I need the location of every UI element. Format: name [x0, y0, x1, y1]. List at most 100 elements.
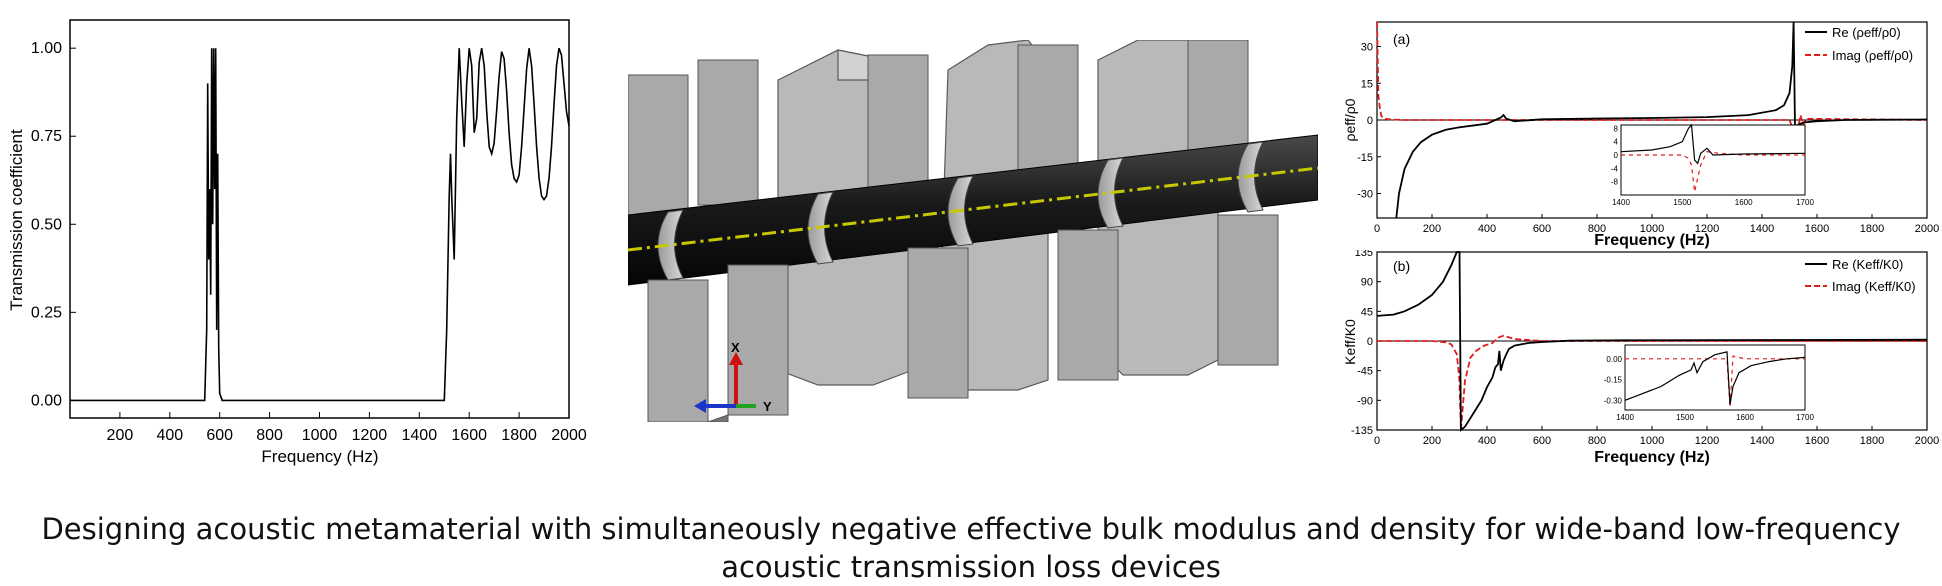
inset-x-tick-label: 1700	[1796, 413, 1814, 422]
x-axis-label: Frequency (Hz)	[261, 447, 378, 466]
x-tick-label: 600	[1533, 223, 1551, 235]
legend-a-re: Re (ρeff/ρ0)	[1832, 25, 1901, 40]
inset-x-tick-label: 1700	[1796, 198, 1814, 207]
inset-imag-line	[1625, 355, 1805, 408]
x-tick-label: 200	[107, 427, 134, 444]
x-tick-label: 1200	[1695, 223, 1719, 235]
x-tick-label: 1800	[1860, 435, 1884, 447]
x-tick-label: 1600	[1805, 223, 1829, 235]
real-series-line	[1376, 251, 1928, 432]
panel-label-a: (a)	[1393, 31, 1410, 47]
inset-frame	[1624, 344, 1806, 411]
density-inset: 1400 1500 1600 1700 8 4 0 -4 -8	[1611, 123, 1814, 207]
x-tick-label: 600	[206, 427, 233, 444]
metamaterial-3d-model: X Y	[628, 40, 1318, 422]
x-tick-label: 0	[1374, 435, 1380, 447]
waveguide-pipe	[628, 134, 1318, 286]
y-axis-label-b: Keff/K0	[1342, 319, 1358, 365]
y-tick-label: -90	[1357, 395, 1373, 407]
y-tick-label: 30	[1361, 42, 1373, 54]
inset-y-tick-label: -8	[1611, 178, 1619, 187]
x-tick-label: 600	[1533, 435, 1551, 447]
y-tick-label: 0.50	[31, 216, 62, 233]
inset-x-tick-label: 1600	[1735, 198, 1753, 207]
x-tick-label: 1800	[1860, 223, 1884, 235]
inset-y-tick-label: 0	[1614, 151, 1619, 160]
x-tick-label: 200	[1423, 435, 1441, 447]
imag-series-line	[1377, 334, 1927, 431]
inset-y-tick-label: -0.30	[1604, 396, 1623, 405]
x-tick-label: 1600	[451, 427, 487, 444]
inset-x-tick-label: 1500	[1676, 413, 1694, 422]
inset-y-tick-label: 8	[1614, 124, 1619, 133]
y-tick-label: 0	[1367, 115, 1373, 127]
x-tick-label: 800	[1588, 223, 1606, 235]
x-axis-label-a: Frequency (Hz)	[1594, 232, 1710, 249]
inset-x-tick-label: 1400	[1612, 198, 1630, 207]
x-tick-label: 1400	[1750, 435, 1774, 447]
axis-triad: X Y	[694, 340, 772, 414]
transmission-series-line	[70, 47, 570, 402]
x-tick-label: 1000	[1640, 223, 1664, 235]
x-tick-label: 1400	[1750, 223, 1774, 235]
bulk-inset: 1400 1500 1600 1700 0.00 -0.15 -0.30	[1604, 344, 1814, 422]
y-tick-label: 15	[1361, 78, 1373, 90]
legend-b: Re (Keff/K0) Imag (Keff/K0)	[1805, 257, 1916, 294]
inset-x-tick-label: 1600	[1736, 413, 1754, 422]
x-tick-label: 1000	[302, 427, 338, 444]
x-tick-label: 1600	[1805, 435, 1829, 447]
x-tick-label: 1200	[352, 427, 388, 444]
y-tick-label: 1.00	[31, 40, 62, 57]
x-tick-label: 1400	[402, 427, 438, 444]
legend-a: Re (ρeff/ρ0) Imag (ρeff/ρ0)	[1805, 25, 1913, 63]
inset-y-tick-label: -0.15	[1604, 376, 1623, 385]
inset-y-tick-label: 4	[1614, 138, 1619, 147]
y-tick-label: -15	[1357, 152, 1373, 164]
x-tick-label: 1800	[501, 427, 537, 444]
y-tick-label: 0.75	[31, 128, 62, 145]
x-tick-label: 400	[1478, 223, 1496, 235]
caption-line-2: acoustic transmission loss devices	[721, 550, 1221, 584]
imag-series-line	[1376, 21, 1928, 137]
pipe-centerline	[628, 166, 1318, 252]
caption-line-1: Designing acoustic metamaterial with sim…	[41, 512, 1901, 546]
y-tick-label: 135	[1355, 250, 1373, 259]
x-tick-label: 1200	[1695, 435, 1719, 447]
inset-y-tick-label: 0.00	[1606, 355, 1622, 364]
y-tick-label: -30	[1357, 189, 1373, 201]
y-tick-label: 0.00	[31, 392, 62, 409]
x-tick-label: 400	[156, 427, 183, 444]
y-tick-label: -135	[1351, 425, 1373, 437]
axis-x-label: X	[731, 340, 740, 355]
y-axis-label-a: ρeff/ρ0	[1342, 98, 1358, 141]
x-tick-label: 2000	[551, 427, 587, 444]
figure-caption: Designing acoustic metamaterial with sim…	[0, 510, 1942, 586]
y-tick-label: 0	[1367, 336, 1373, 348]
legend-b-imag: Imag (Keff/K0)	[1832, 279, 1916, 294]
transmission-chart: 200 400 600 800 1000 1200 1400 1600 1800 2000 0.0…	[7, 19, 587, 466]
x-tick-label: 2000	[1915, 435, 1939, 447]
x-tick-label: 0	[1374, 223, 1380, 235]
legend-a-imag: Imag (ρeff/ρ0)	[1832, 48, 1913, 63]
x-tick-label: 200	[1423, 223, 1441, 235]
inset-real-line	[1620, 123, 1806, 165]
x-axis-label-b: Frequency (Hz)	[1594, 449, 1710, 466]
inset-x-tick-label: 1400	[1616, 413, 1634, 422]
axis-y-label: Y	[763, 399, 772, 414]
inset-y-tick-label: -4	[1611, 164, 1619, 173]
x-tick-label: 1000	[1640, 435, 1664, 447]
x-tick-label: 800	[1588, 435, 1606, 447]
inset-frame	[1620, 124, 1806, 196]
y-tick-label: -45	[1357, 366, 1373, 378]
inset-real-line	[1624, 351, 1806, 405]
inset-x-tick-label: 1500	[1673, 198, 1691, 207]
panel-label-b: (b)	[1393, 258, 1410, 274]
y-tick-label: 90	[1361, 277, 1373, 289]
legend-b-re: Re (Keff/K0)	[1832, 257, 1903, 272]
y-tick-label: 0.25	[31, 304, 62, 321]
y-axis-label: Transmission coefficient	[7, 129, 26, 311]
x-tick-label: 800	[256, 427, 283, 444]
lower-plates	[647, 214, 1279, 422]
